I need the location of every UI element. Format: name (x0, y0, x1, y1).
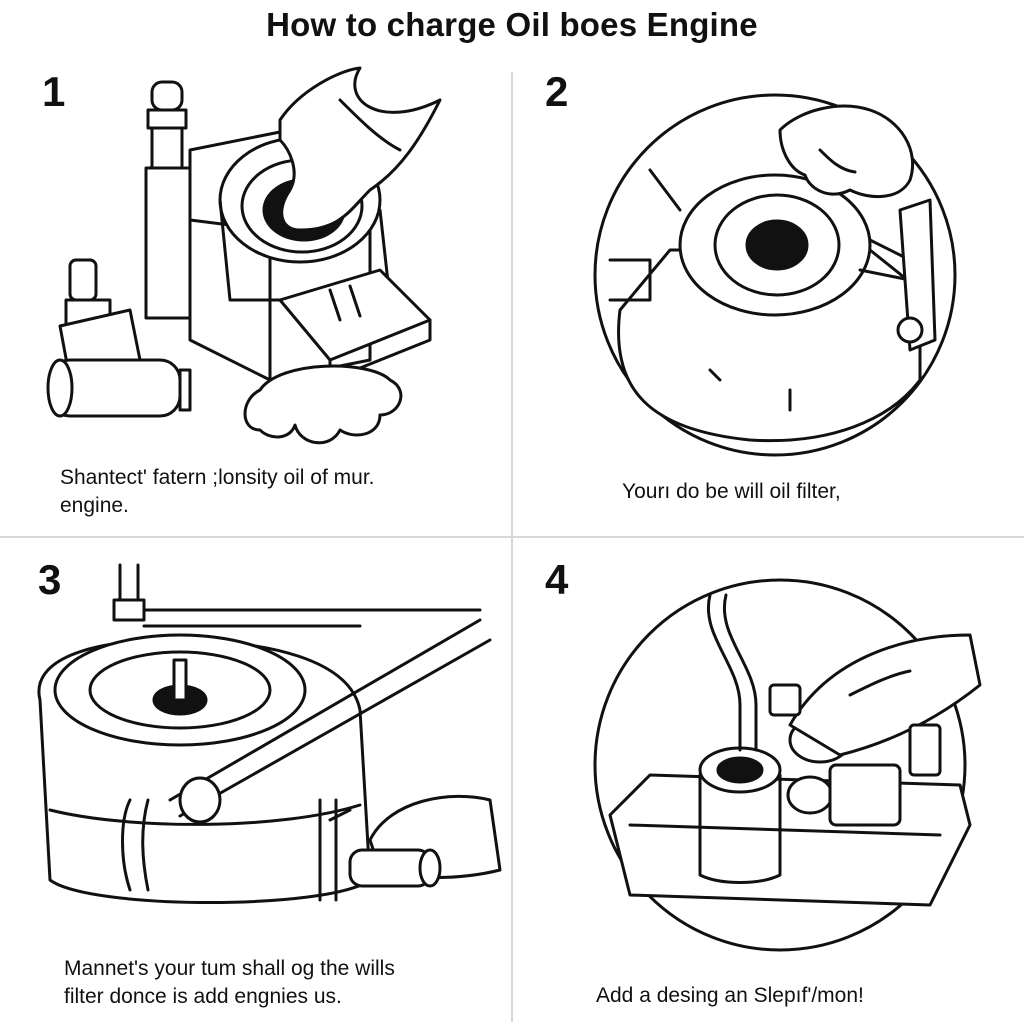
vertical-divider (511, 72, 513, 1022)
step-3-number: 3 (38, 556, 62, 603)
step-3-caption-line-1: Mannet's your tum shall og the wills (64, 957, 395, 980)
step-1-caption: Shantect' fatern ;lonsity oil of mur. en… (60, 464, 375, 520)
step-4-illustration-adding-oil (590, 575, 980, 965)
step-1-caption-line-2: engine. (60, 494, 129, 517)
step-4-caption: Add a desing an Slepıf'/mon! (596, 982, 864, 1010)
step-2-number: 2 (545, 68, 569, 115)
step-2-caption-line-1: Yourı do be will oil filter, (622, 480, 841, 503)
step-1-illustration-engine-oil-cap (40, 60, 480, 460)
step-3-illustration-oil-tank-and-pipes (30, 560, 500, 950)
step-4-number: 4 (545, 556, 569, 603)
step-3-caption: Mannet's your tum shall og the wills fil… (64, 955, 395, 1011)
step-1-number: 1 (42, 68, 66, 115)
step-4-caption-line-1: Add a desing an Slepıf'/mon! (596, 984, 864, 1007)
horizontal-divider (0, 536, 1024, 538)
step-2-caption: Yourı do be will oil filter, (622, 478, 841, 506)
page-title: How to charge Oil boes Engine (266, 6, 758, 43)
step-3-caption-line-2: filter donce is add engnies us. (64, 985, 342, 1008)
step-1-caption-line-1: Shantect' fatern ;lonsity oil of mur. (60, 466, 375, 489)
step-2-illustration-oil-filter-closeup (590, 90, 960, 460)
